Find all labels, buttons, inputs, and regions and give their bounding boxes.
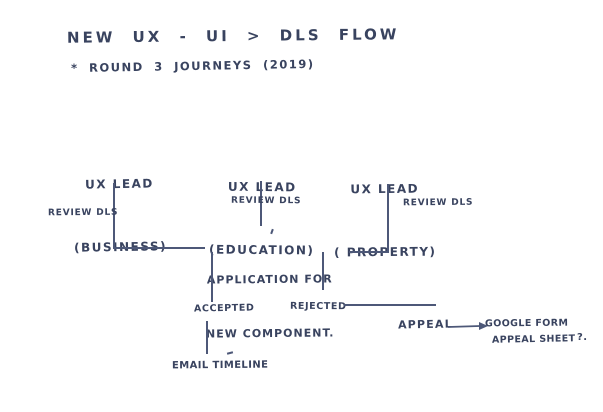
edge-accepted-vertical-upper bbox=[211, 252, 213, 302]
edge-property-vertical bbox=[387, 184, 389, 251]
node-ux-lead-property: UX LEAD ( PROPERTY) bbox=[329, 137, 440, 306]
node-label-line2: NEW COMPONENT. bbox=[205, 326, 335, 341]
appeal-question-mark: ?. bbox=[577, 332, 588, 343]
edge-rejected-horizontal bbox=[344, 304, 436, 306]
outcome-accepted-label: ACCEPTED bbox=[193, 302, 255, 315]
edge-label-review-dls-business: REVIEW DLS bbox=[47, 207, 119, 219]
edge-business-horizontal bbox=[113, 247, 205, 249]
outcome-email-timeline-label: EMAIL TIMELINE bbox=[171, 359, 269, 372]
edge-label-review-dls-education: REVIEW DLS bbox=[230, 195, 302, 207]
page-subtitle: * ROUND 3 JOURNEYS (2019) bbox=[70, 56, 315, 76]
appeal-destination-line1: GOOGLE FORM bbox=[484, 317, 569, 330]
page-title: NEW UX - UI > DLS FLOW bbox=[66, 25, 400, 47]
node-label-line1: UX LEAD bbox=[84, 176, 154, 192]
edge-rejected-vertical bbox=[322, 252, 324, 290]
appeal-destination-line2: APPEAL SHEET bbox=[491, 333, 576, 346]
edge-accepted-vertical-lower bbox=[206, 321, 208, 354]
edge-property-horizontal bbox=[349, 251, 389, 253]
outcome-rejected-label: REJECTED bbox=[289, 300, 347, 313]
appeal-arrow-icon bbox=[447, 322, 488, 330]
edge-label-review-dls-property: REVIEW DLS bbox=[402, 197, 474, 209]
edge-business-vertical bbox=[113, 183, 115, 249]
edge-education-vertical bbox=[260, 181, 262, 226]
node-label-line1: APPLICATION FOR bbox=[206, 272, 333, 287]
outcome-appeal-label: APPEAL bbox=[397, 317, 453, 332]
